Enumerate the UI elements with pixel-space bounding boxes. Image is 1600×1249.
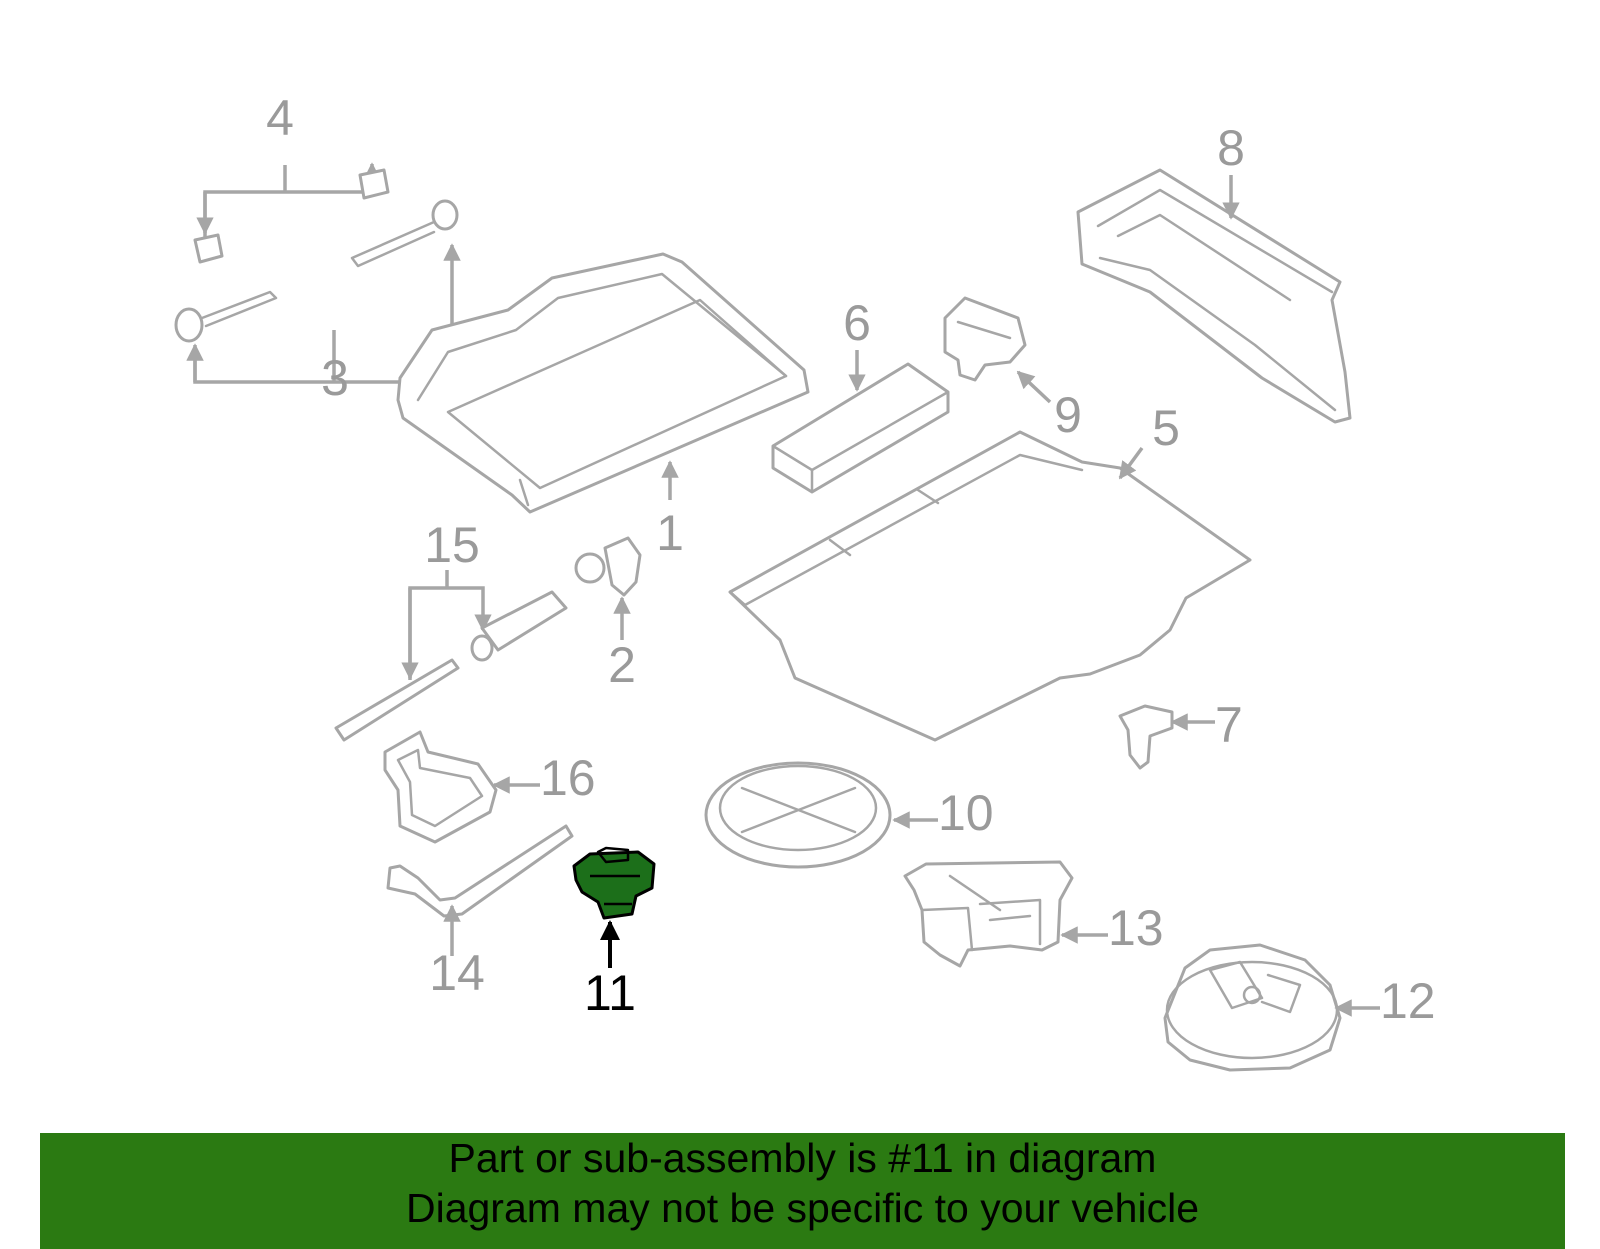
part-11-highlighted[interactable]	[572, 846, 656, 968]
part-8-side-trim[interactable]	[1076, 168, 1352, 424]
part-5-floor-mat[interactable]	[728, 430, 1252, 742]
callout-16: 16	[540, 750, 596, 806]
callout-11: 11	[584, 965, 636, 1021]
banner-line-2: Diagram may not be specific to your vehi…	[405, 1185, 1199, 1231]
part-6-foam-block[interactable]	[771, 350, 950, 494]
info-banner: Part or sub-assembly is #11 in diagram D…	[40, 1133, 1565, 1249]
part-15-tool-set[interactable]	[334, 570, 568, 742]
callout-13: 13	[1108, 900, 1164, 956]
callout-1: 1	[656, 505, 684, 561]
callout-8: 8	[1217, 120, 1245, 176]
callout-12: 12	[1380, 973, 1436, 1029]
part-10-tire-cover[interactable]	[704, 761, 938, 869]
part-9-hook[interactable]	[943, 296, 1052, 404]
callout-5: 5	[1152, 400, 1180, 456]
part-2-grommet[interactable]	[574, 536, 642, 640]
part-16-tray[interactable]	[383, 730, 540, 844]
callout-9: 9	[1054, 387, 1082, 443]
callout-3: 3	[321, 350, 349, 406]
part-1-package-tray[interactable]	[396, 252, 810, 514]
part-3-pins[interactable]	[174, 199, 461, 384]
callout-6: 6	[843, 295, 871, 351]
callout-2: 2	[608, 637, 636, 693]
part-13-jack[interactable]	[903, 860, 1108, 968]
part-14-lug-wrench[interactable]	[386, 824, 574, 956]
banner-line-1: Part or sub-assembly is #11 in diagram	[448, 1135, 1157, 1181]
callout-7: 7	[1215, 697, 1243, 753]
callout-14: 14	[429, 945, 485, 1001]
part-12-tool-organizer[interactable]	[1163, 943, 1380, 1072]
callout-4: 4	[266, 90, 294, 146]
parts-diagram: 4 3 1 6 9 8 5 15 2 7 16 10 13 14 11 12	[174, 90, 1436, 1072]
callout-10: 10	[938, 785, 994, 841]
callout-15: 15	[424, 517, 480, 573]
part-4-clips[interactable]	[193, 162, 390, 264]
part-7-push-clip[interactable]	[1118, 704, 1215, 770]
